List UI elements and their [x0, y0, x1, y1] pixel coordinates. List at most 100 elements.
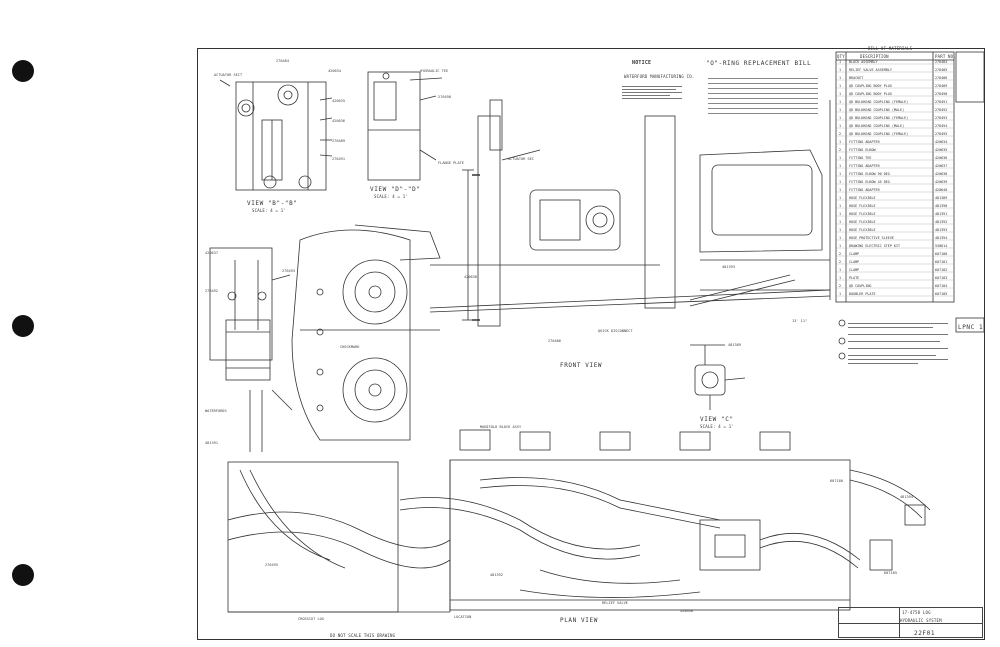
bom-row-qty: 1: [839, 92, 841, 96]
notice-company: WATERFORD MANUFACTURING CO.: [624, 74, 695, 79]
svg-text:481389: 481389: [728, 343, 741, 347]
svg-text:420638: 420638: [464, 275, 477, 279]
view-c-scale: SCALE: 4 = 1': [700, 424, 734, 429]
bom-row-part: 420640: [935, 188, 947, 192]
notice-body-lines: [622, 84, 682, 101]
svg-text:RELIEF VALVE: RELIEF VALVE: [602, 601, 628, 605]
title-block-drawing-no: 17-4758 LOG: [902, 610, 931, 615]
svg-text:607185: 607185: [884, 571, 897, 575]
bom-col-qty: QTY: [837, 54, 845, 59]
bom-row-desc: QD BULKHEAD COUPLING (MALE): [849, 108, 904, 112]
bom-row-desc: HOSE PROTECTIVE SLEEVE: [849, 236, 894, 240]
bom-row-desc: QD COUPLING: [849, 284, 871, 288]
bom-row-qty: 1: [839, 140, 841, 144]
svg-text:CROSSCUT LOG: CROSSCUT LOG: [298, 617, 324, 621]
svg-text:276484: 276484: [276, 59, 289, 63]
bom-row-desc: QD BULKHEAD COUPLING (MALE): [849, 124, 904, 128]
svg-text:13' 11": 13' 11": [792, 319, 807, 323]
view-dd-title: VIEW "D"-"D": [370, 186, 421, 193]
bom-row-qty: 1: [839, 276, 841, 280]
bom-row-part: 276486: [935, 76, 947, 80]
bom-row-qty: 2: [839, 284, 841, 288]
bom-row-qty: 1: [839, 236, 841, 240]
bom-row-desc: FITTING TEE: [849, 156, 871, 160]
bom-row-desc: FITTING ELBOW: [849, 148, 876, 152]
bom-row-qty: 1: [839, 220, 841, 224]
bom-row-qty: 1: [839, 164, 841, 168]
bom-row-part: 276492: [935, 108, 947, 112]
svg-text:420637: 420637: [205, 251, 218, 255]
bom-row-qty: 1: [839, 268, 841, 272]
svg-text:276491: 276491: [332, 157, 345, 161]
left-side-assembly: [209, 247, 293, 452]
svg-text:420640: 420640: [680, 609, 693, 613]
bom-row-desc: FITTING ELBOW 90 DEG: [849, 172, 890, 176]
bom-header: BILL OF MATERIALS: [868, 46, 913, 51]
bom-row-desc: QD BULKHEAD COUPLING (FEMALE): [849, 132, 908, 136]
footnote: DO NOT SCALE THIS DRAWING: [330, 633, 396, 638]
svg-text:ACTUATOR SEC: ACTUATOR SEC: [508, 157, 534, 161]
bom-row-qty: 1: [839, 244, 841, 248]
bom-row-qty: 1: [839, 188, 841, 192]
bom-row-part: 607185: [935, 292, 947, 296]
o-ring-table-lines: [708, 74, 818, 118]
svg-text:WATERFORDS: WATERFORDS: [205, 409, 227, 413]
bom-row-part: 481394: [935, 236, 947, 240]
bom-row-part: 276490: [935, 92, 947, 96]
bom-row-qty: 1: [839, 156, 841, 160]
bom-row-part: 420634: [935, 140, 947, 144]
bom-row-desc: PLATE: [849, 276, 859, 280]
bom-row-part: 481390: [935, 204, 947, 208]
bom-row-desc: FITTING ELBOW 45 DEG: [849, 180, 890, 184]
bom-row-qty: 1: [839, 124, 841, 128]
bom-row-desc: QD BULKHEAD COUPLING (FEMALE): [849, 100, 908, 104]
bom-row-desc: DOUBLER PLATE: [849, 292, 876, 296]
binder-hole-bottom: [12, 564, 34, 586]
bom-row-part: 420639: [935, 180, 947, 184]
bom-row-part: 276485: [935, 68, 947, 72]
bom-row-desc: BRACKET: [849, 76, 863, 80]
svg-text:607180: 607180: [830, 479, 843, 483]
bom-row-part: 276495: [935, 132, 947, 136]
bom-row-part: 276489: [935, 84, 947, 88]
title-block-code: 22F01: [914, 630, 936, 637]
view-c-drawing: [690, 344, 746, 410]
svg-text:481392: 481392: [490, 573, 503, 577]
bom-row-part: 420638: [935, 172, 947, 176]
notice-title: NOTICE: [632, 60, 652, 66]
bom-row-qty: 1: [839, 108, 841, 112]
title-block-title: HYDRAULIC SYSTEM: [900, 618, 942, 623]
bom-row-part: 276493: [935, 116, 947, 120]
svg-text:420634: 420634: [328, 69, 341, 73]
svg-text:276489: 276489: [332, 139, 345, 143]
bom-row-qty: 1: [839, 204, 841, 208]
bom-row-part: 481391: [935, 212, 947, 216]
plan-view-drawing: [227, 429, 931, 613]
bom-row-qty: 1: [839, 212, 841, 216]
bom-row-desc: HOSE FLEXIBLE: [849, 228, 876, 232]
o-ring-title: "O"-RING REPLACEMENT BILL: [706, 60, 812, 67]
drum-housing: [291, 224, 441, 441]
svg-text:420635: 420635: [332, 99, 345, 103]
bom-col-part: PART NO.: [935, 54, 956, 59]
bom-row-part: 276494: [935, 124, 947, 128]
bom-row-qty: 1: [839, 292, 841, 296]
bom-row-qty: 2: [839, 132, 841, 136]
binder-hole-top: [12, 60, 34, 82]
bom-col-desc: DESCRIPTION: [860, 54, 889, 59]
bom-row-desc: CLAMP: [849, 252, 859, 256]
view-bb-scale: SCALE: 4 = 1': [252, 208, 286, 213]
bom-row-qty: 1: [839, 60, 841, 64]
bom-row-qty: 1: [839, 228, 841, 232]
bom-row-part: 481389: [935, 196, 947, 200]
bom-row-desc: HOSE FLEXIBLE: [849, 220, 876, 224]
bom-row-desc: FITTING ADAPTER: [849, 164, 881, 168]
bom-row-part: 607181: [935, 260, 947, 264]
svg-text:420636: 420636: [332, 119, 345, 123]
svg-text:276495: 276495: [265, 563, 278, 567]
bom-row-qty: 2: [839, 148, 841, 152]
plan-view-title: PLAN VIEW: [560, 617, 598, 624]
svg-text:FLANGE PLATE: FLANGE PLATE: [438, 161, 464, 165]
bom-row-desc: CLAMP: [849, 268, 859, 272]
